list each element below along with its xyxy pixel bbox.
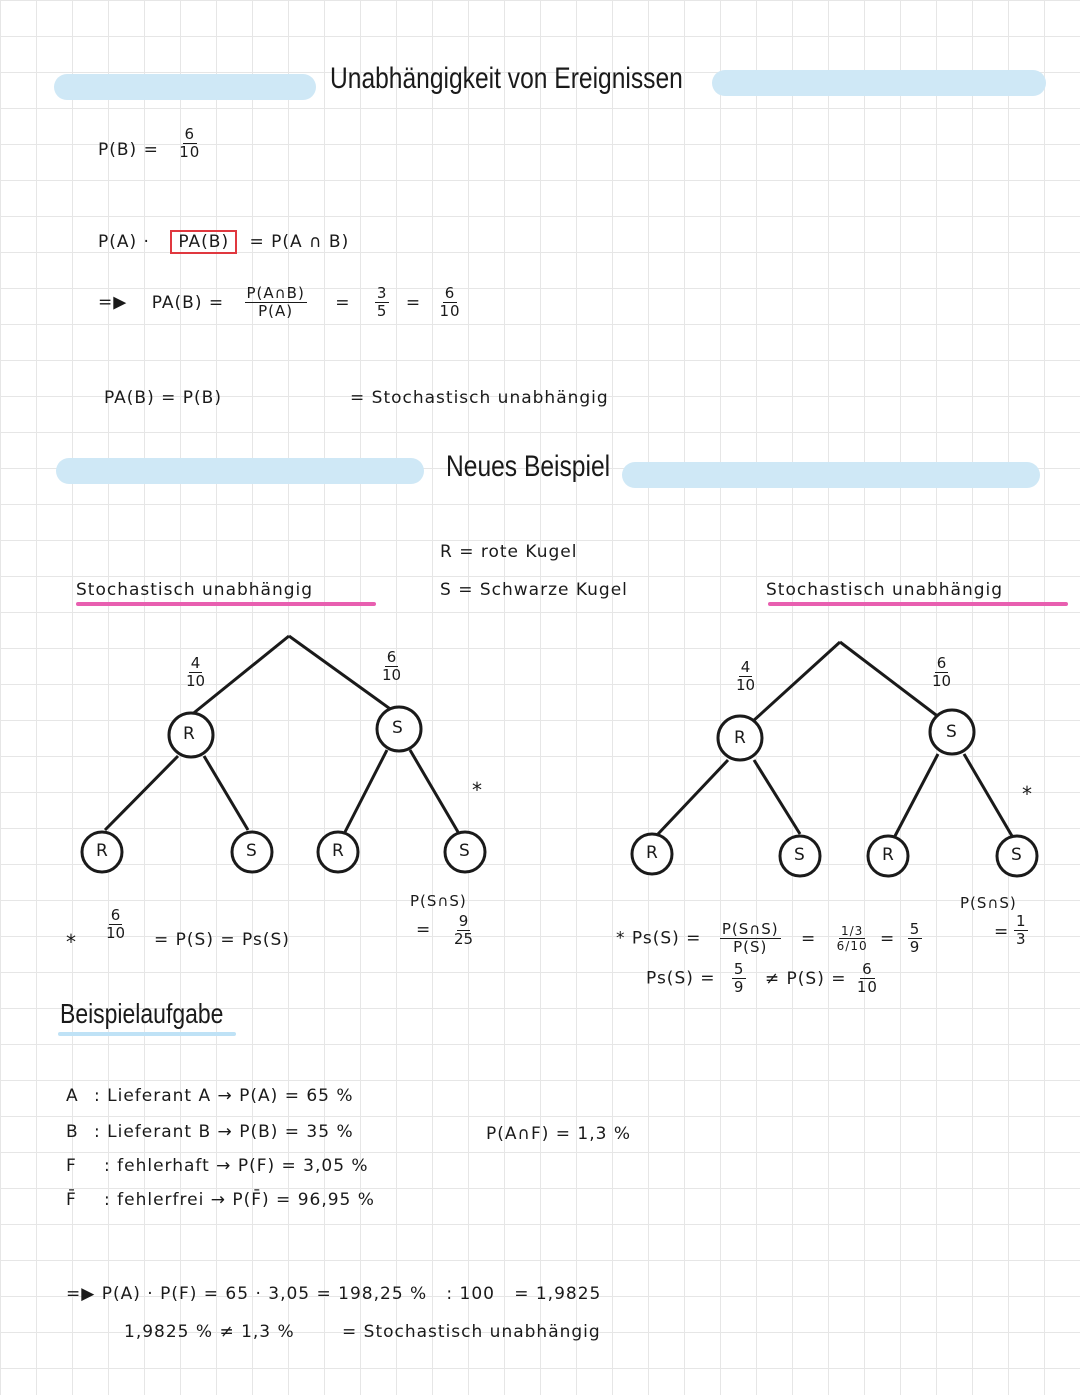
title-highlight-left: [54, 74, 316, 100]
tree-right-leaf-4-label: S: [1011, 845, 1022, 865]
leaf-1: [80, 830, 124, 874]
branch-s-s: [408, 749, 460, 833]
exercise-row-not-f: F̄: fehlerfrei → P(F̄) = 96,95 %: [66, 1190, 375, 1210]
formula-fraction: P(A∩B)P(A): [244, 284, 307, 320]
branch-root-s: [839, 640, 941, 720]
tree-right-leaf-1-label: R: [646, 843, 658, 863]
left-heading-underline: [76, 602, 376, 606]
tree-right-leaf-2-label: S: [794, 845, 805, 865]
branch-s-r: [343, 749, 389, 833]
exercise-title: Beispielaufgabe: [60, 998, 224, 1029]
pa-label: P(A) ·: [98, 232, 150, 252]
tree-left-leaf-2-label: S: [246, 841, 257, 861]
branch-root-s: [288, 634, 401, 718]
section-highlight-right: [622, 462, 1040, 488]
node-r: [716, 714, 764, 762]
conditional-prob-box: PA(B): [170, 230, 238, 254]
exercise-row-a: A: Lieferant A → P(A) = 65 %: [66, 1086, 354, 1106]
exercise-conclusion: = Stochastisch unabhängig: [342, 1322, 601, 1342]
exercise-intersection: P(A∩F) = 1,3 %: [486, 1124, 632, 1144]
tree-left-bottom-star: *: [66, 930, 77, 954]
branch-s-s: [962, 753, 1014, 837]
section-highlight-left: [56, 458, 424, 484]
right-heading-underline: [768, 602, 1068, 606]
product-rule-line: P(A) · PA(B) = P(A ∩ B): [98, 230, 350, 254]
definition-s: S = Schwarze Kugel: [440, 580, 628, 600]
node-s: [375, 705, 423, 753]
leaf-4: [443, 830, 487, 874]
tree-right-leaf-3-label: R: [882, 845, 894, 865]
definition-r: R = rote Kugel: [440, 542, 578, 562]
tree-right-node-s-label: S: [946, 722, 957, 742]
branch-r-s: [202, 755, 250, 831]
page-title: Unabhängigkeit von Ereignissen: [330, 62, 683, 95]
implies-arrow: =▶: [98, 292, 128, 313]
tree-left-node-r-label: R: [183, 724, 195, 744]
left-probability-tree: [80, 634, 487, 874]
tree-left-leaf-1-label: R: [96, 841, 108, 861]
tree-right-star: *: [1022, 782, 1033, 806]
section-title: Neues Beispiel: [446, 450, 611, 483]
pa-b-label: PA(B) =: [151, 292, 225, 313]
pb-label: P(B) =: [98, 140, 159, 160]
intersection-label: = P(A ∩ B): [249, 232, 350, 252]
tree-left-leaf-4-label: S: [459, 841, 470, 861]
exercise-row-b: B: Lieferant B → P(B) = 35 %: [66, 1122, 354, 1142]
exercise-calc-line1: =▶ P(A) · P(F) = 65 · 3,05 = 198,25 % : …: [66, 1284, 602, 1304]
right-heading: Stochastisch unabhängig: [766, 580, 1004, 600]
tree-left-node-s-label: S: [392, 718, 403, 738]
exercise-row-f: F: fehlerhaft → P(F) = 3,05 %: [66, 1156, 369, 1176]
tree-left-leaf-3-label: R: [332, 841, 344, 861]
right-probability-tree: [630, 640, 1039, 878]
node-s: [928, 708, 976, 756]
leaf-2: [778, 834, 822, 878]
exercise-title-underline: [58, 1032, 236, 1036]
left-heading: Stochastisch unabhängig: [76, 580, 314, 600]
node-r: [167, 711, 215, 759]
tree-left-star: *: [472, 778, 483, 802]
branch-root-r: [189, 634, 290, 718]
leaf-4: [995, 834, 1039, 878]
branch-root-r: [750, 640, 842, 724]
title-highlight-right: [712, 70, 1046, 96]
leaf-1: [630, 832, 674, 876]
branch-r-s: [752, 759, 802, 835]
tree-left-psns-label: P(S∩S): [410, 892, 467, 910]
tree-right-psns-label: P(S∩S): [960, 894, 1017, 912]
calc-fraction: P(S∩S)P(S): [719, 920, 781, 956]
independence-check-left: PA(B) = P(B): [104, 388, 222, 408]
tree-right-node-r-label: R: [734, 728, 746, 748]
branch-r-r: [103, 754, 180, 832]
tree-right-psns-eq: =: [994, 922, 1010, 942]
independence-conclusion: = Stochastisch unabhängig: [350, 388, 609, 408]
leaf-2: [230, 830, 274, 874]
branch-s-r: [893, 753, 940, 837]
exercise-calc-line2-left: 1,9825 % ≠ 1,3 %: [124, 1322, 295, 1342]
leaf-3: [866, 834, 910, 878]
branch-r-r: [656, 758, 730, 836]
tree-left-psns-eq: =: [416, 920, 432, 940]
leaf-3: [316, 830, 360, 874]
tree-left-bottom-equation: = P(S) = Ps(S): [154, 930, 290, 950]
